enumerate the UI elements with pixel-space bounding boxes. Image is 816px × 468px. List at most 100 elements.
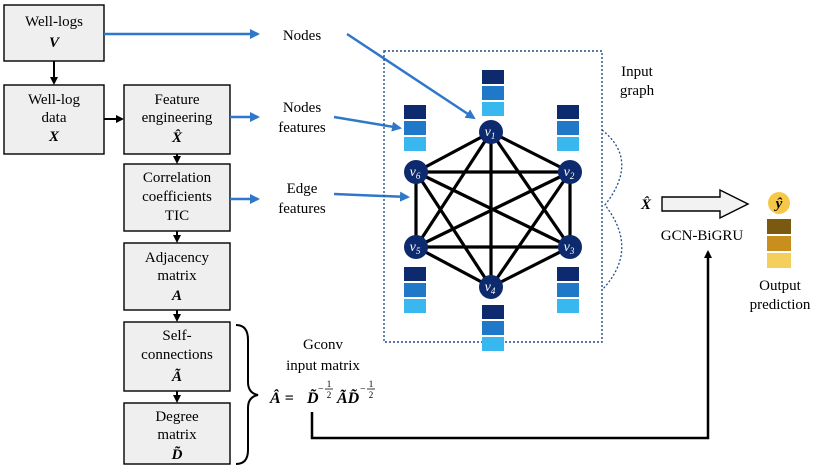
box-well-logs: Well-logs V (3, 4, 105, 62)
nodes-features-label-2: features (278, 120, 326, 136)
graph-node-circle (479, 120, 503, 144)
feature-cell (557, 267, 579, 281)
graph-node-label: v4 (485, 280, 496, 296)
formula-to-gcn-connector (310, 250, 712, 440)
graph-node-label: v2 (564, 165, 575, 181)
graph-edge (490, 245, 571, 289)
arrow-to-feature-stack (333, 115, 402, 132)
feature-cell (482, 337, 504, 351)
adjacency-line2: matrix (157, 268, 197, 284)
formula-exp-sign-1: − (318, 384, 324, 395)
feature-cell (404, 121, 426, 135)
arrow-nodes-to-v1 (346, 32, 476, 120)
box-degree: Degree matrix D̃ (123, 402, 231, 465)
well-log-data-line2: data (42, 110, 67, 126)
graph-edge (415, 245, 492, 289)
graph-node-label: v6 (410, 165, 421, 181)
feature-cell (482, 70, 504, 84)
well-log-data-line1: Well-log (28, 92, 81, 108)
gconv-label-1: Gconv (303, 337, 343, 353)
feature-stack (557, 105, 579, 151)
gcn-label: GCN-BiGRU (661, 228, 744, 244)
adjacency-symbol: A (171, 288, 182, 304)
gcn-block-arrow (661, 188, 750, 220)
graph-node-subscript: 3 (569, 246, 575, 256)
graph-edge (490, 130, 571, 174)
graph-node-circle (404, 235, 428, 259)
formula-exp-num-2: 1 (369, 379, 374, 389)
feature-cell (404, 137, 426, 151)
feature-stacks (404, 70, 579, 351)
graph-node-v4: v4 (479, 275, 503, 299)
graph-node-subscript: 6 (416, 171, 421, 181)
degree-line2: matrix (157, 427, 197, 443)
nodes-label: Nodes (283, 28, 321, 44)
self-connections-line2: connections (141, 347, 213, 363)
feature-cell (404, 299, 426, 313)
graph-node-subscript: 2 (570, 171, 575, 181)
box-self-connections: Self- connections Ã (123, 321, 231, 392)
box-adjacency: Adjacency matrix A (123, 242, 231, 311)
box-feature-engineering: Feature engineering X̂ (123, 84, 231, 155)
y-hat-badge (768, 192, 790, 214)
well-logs-label: Well-logs (25, 14, 83, 30)
feature-cell (482, 86, 504, 100)
output-cell-3 (767, 253, 791, 268)
output-label-1: Output (759, 278, 802, 294)
self-connections-line1: Self- (162, 328, 191, 344)
graph-node-subscript: 5 (416, 246, 421, 256)
feature-engineering-line1: Feature (155, 92, 200, 108)
formula-d-first: D̃ (306, 388, 319, 407)
feature-engineering-symbol: X̂ (171, 128, 183, 146)
graph-node-circle (558, 160, 582, 184)
edge-features-label-1: Edge (287, 181, 318, 197)
feature-cell (557, 137, 579, 151)
feature-stack (557, 267, 579, 313)
well-log-data-symbol: X (48, 129, 60, 145)
graph-node-circle (558, 235, 582, 259)
graph-node-circle (404, 160, 428, 184)
output-label-2: prediction (750, 297, 811, 313)
feature-cell (404, 283, 426, 297)
feature-engineering-line2: engineering (142, 110, 213, 126)
feature-cell (482, 305, 504, 319)
graph-node-label: v3 (564, 240, 575, 256)
box-well-log-data: Well-log data X (3, 84, 105, 155)
gconv-formula: Â = D̃ − 1 2 ÃD̃ − 1 2 (269, 379, 375, 407)
feature-cell (482, 321, 504, 335)
graph-node-v5: v5 (404, 235, 428, 259)
graph-node-circle (479, 275, 503, 299)
feature-cell (557, 299, 579, 313)
feature-cell (404, 105, 426, 119)
edge-features-label-2: features (278, 201, 326, 217)
graph-edge (414, 171, 493, 288)
self-connections-symbol: Ã (171, 367, 182, 385)
box-correlation: Correlation coefficients TIC (123, 163, 231, 232)
feature-cell (404, 267, 426, 281)
degree-symbol: D̃ (171, 445, 183, 463)
formula-mid: ÃD̃ (336, 388, 360, 407)
x-hat-label: X̂ (640, 195, 652, 213)
flow-arrows (50, 61, 181, 403)
output-stack (767, 219, 791, 268)
feature-stack (482, 305, 504, 351)
adjacency-line1: Adjacency (145, 250, 210, 266)
degree-line1: Degree (155, 409, 199, 425)
graph-node-v3: v3 (558, 235, 582, 259)
arrow-to-edge (333, 191, 410, 202)
formula-exp-den-2: 2 (369, 390, 374, 400)
well-logs-symbol: V (49, 35, 61, 51)
graph-node-label: v5 (410, 240, 421, 256)
y-hat-label: ŷ (774, 196, 783, 212)
input-graph-bracket (601, 129, 623, 291)
correlation-line1: Correlation (143, 170, 212, 186)
feature-cell (557, 283, 579, 297)
graph-edge (415, 130, 492, 174)
graph-node-label: v1 (485, 125, 496, 141)
graph-node-subscript: 1 (491, 131, 496, 141)
output-cell-1 (767, 219, 791, 234)
graph-nodes: v1 v2 v3 v4 v5 v6 (404, 120, 582, 299)
graph-edge (415, 170, 571, 249)
